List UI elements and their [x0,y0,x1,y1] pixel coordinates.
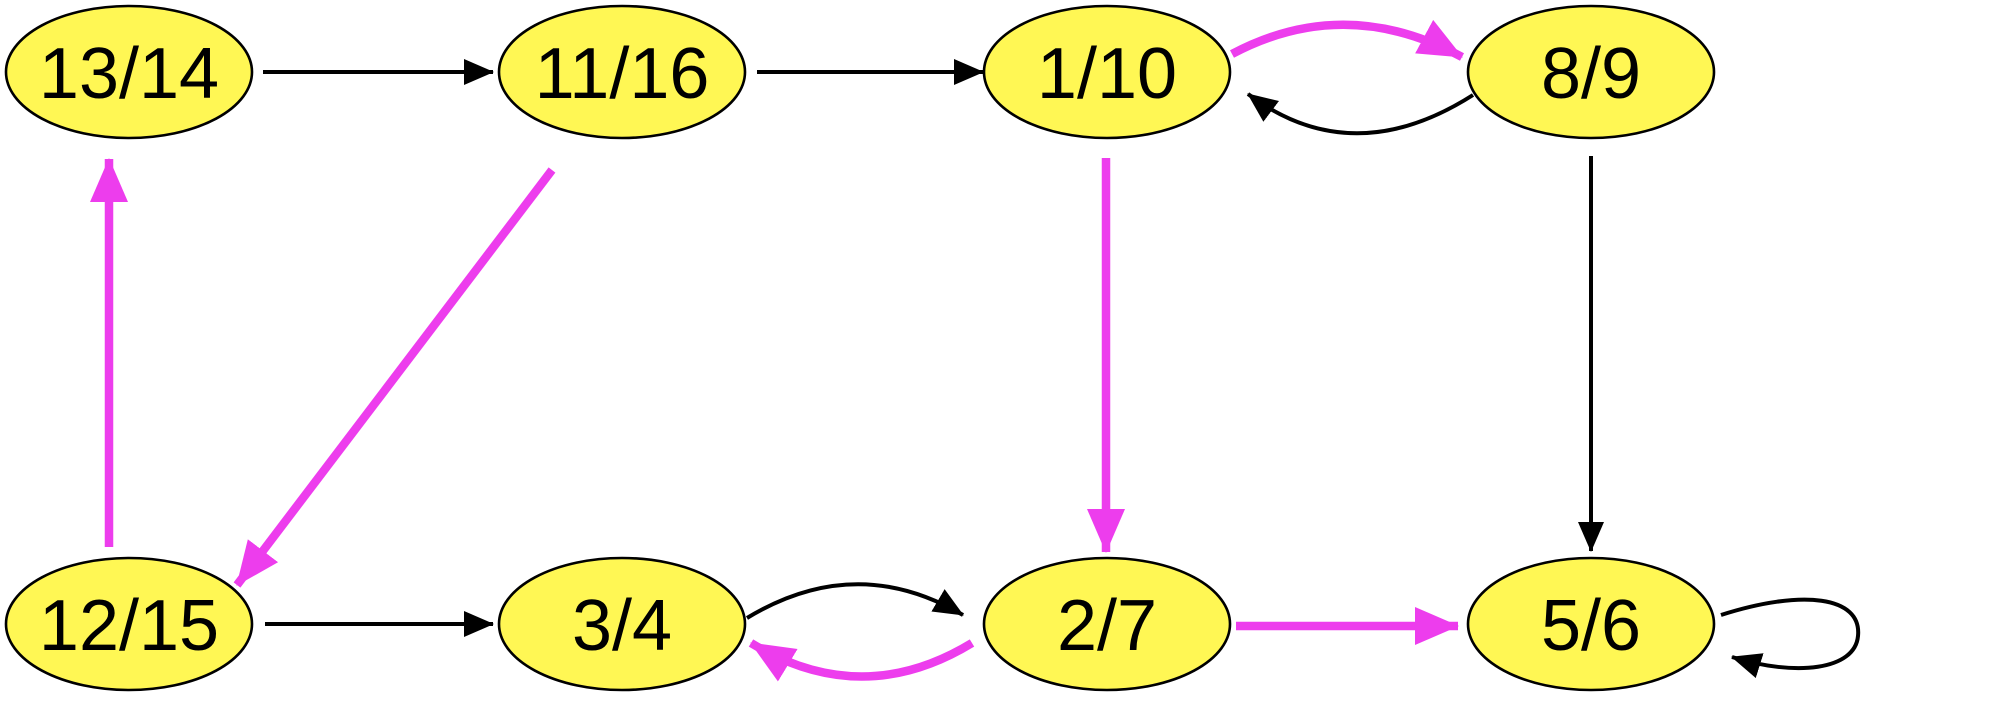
node-label: 3/4 [572,586,672,666]
edge-n11-16-to-n12-15 [233,167,556,588]
graph-node-n12-15: 12/15 [4,556,254,692]
graph-node-n11-16: 11/16 [497,4,747,140]
graph-node-n13-14: 13/14 [4,4,254,140]
edge-n3-4-to-n2-7 [745,582,965,620]
node-ellipse [982,556,1232,692]
node-ellipse [1466,4,1716,140]
graph-node-n2-7: 2/7 [982,556,1232,692]
edge-n8-9-to-n1-10 [1246,92,1475,136]
edge-n5-6-to-n5-6 [1720,597,1861,679]
graph-node-n1-10: 1/10 [982,4,1232,140]
graph-node-n8-9: 8/9 [1466,4,1716,140]
node-ellipse [4,556,254,692]
node-label: 12/15 [39,586,219,666]
node-label: 5/6 [1541,586,1641,666]
nodes-layer: 13/14 11/16 1/10 8/9 12/15 3/4 2/7 5/6 [4,4,1716,692]
node-ellipse [1466,556,1716,692]
node-ellipse [497,556,747,692]
node-label: 8/9 [1541,34,1641,114]
node-ellipse [497,4,747,140]
edge-n2-7-to-n3-4 [748,639,975,682]
node-ellipse [982,4,1232,140]
graph-node-n5-6: 5/6 [1466,556,1716,692]
node-label: 11/16 [535,34,710,114]
node-label: 2/7 [1057,586,1157,666]
graph-node-n3-4: 3/4 [497,556,747,692]
node-ellipse [4,4,254,140]
edge-n1-10-to-n8-9 [1230,19,1465,61]
node-label: 1/10 [1037,34,1177,114]
node-label: 13/14 [39,34,219,114]
edges-layer [90,19,1861,682]
